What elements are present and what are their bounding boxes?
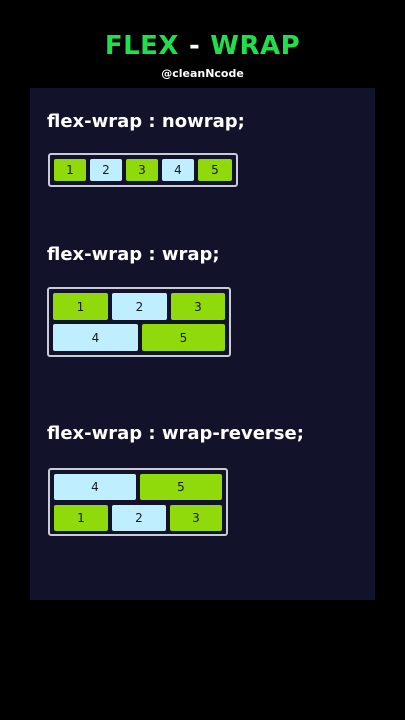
container-nowrap: 1 2 3 4 5: [48, 153, 238, 187]
heading-wrap-reverse: flex-wrap : wrap-reverse;: [47, 423, 304, 444]
flex-item: 1: [54, 505, 108, 531]
author-handle: @cleanNcode: [161, 67, 244, 80]
flex-item: 5: [140, 474, 222, 500]
flex-item: 3: [170, 505, 222, 531]
flex-item: 1: [54, 159, 86, 181]
container-wrap-reverse: 4 5 1 2 3: [48, 468, 228, 536]
flex-item: 4: [162, 159, 194, 181]
flex-item: 3: [126, 159, 158, 181]
page-title: FLEX-WRAP: [0, 28, 405, 64]
flex-item: 2: [112, 505, 166, 531]
container-wrap: 1 2 3 4 5: [47, 287, 231, 357]
flex-item: 5: [142, 324, 225, 351]
heading-wrap: flex-wrap : wrap;: [47, 244, 220, 265]
title-wrap: WRAP: [210, 31, 301, 61]
heading-nowrap: flex-wrap : nowrap;: [47, 111, 245, 132]
title-dash: -: [188, 31, 201, 61]
title-flex: FLEX: [104, 31, 179, 61]
flex-item: 4: [53, 324, 138, 351]
flex-item: 3: [171, 293, 225, 320]
flex-item: 4: [54, 474, 136, 500]
flex-item: 2: [90, 159, 122, 181]
demo-panel: flex-wrap : nowrap; 1 2 3 4 5 flex-wrap …: [30, 88, 375, 600]
flex-item: 2: [112, 293, 167, 320]
flex-item: 5: [198, 159, 232, 181]
flex-item: 1: [53, 293, 108, 320]
